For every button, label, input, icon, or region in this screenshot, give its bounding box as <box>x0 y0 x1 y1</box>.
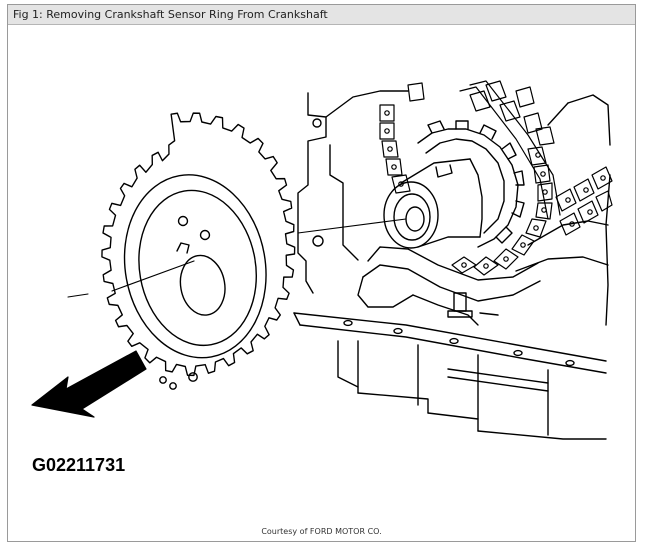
crankshaft-sensor-ring <box>101 112 296 390</box>
alignment-centerline <box>67 218 407 298</box>
diagram-illustration <box>31 80 613 440</box>
timing-chain <box>379 80 613 276</box>
figure-title: Fig 1: Removing Crankshaft Sensor Ring F… <box>13 8 328 21</box>
engine-block <box>293 90 611 440</box>
crankshaft-sprocket <box>417 120 525 248</box>
figure-code-label: G02211731 <box>32 455 126 475</box>
figure-credit: Courtesy of FORD MOTOR CO. <box>261 527 382 536</box>
figure-window: Fig 1: Removing Crankshaft Sensor Ring F… <box>7 4 636 542</box>
crankshaft-nose <box>383 158 483 249</box>
direction-arrow <box>31 350 147 418</box>
title-bar: Fig 1: Removing Crankshaft Sensor Ring F… <box>8 5 635 25</box>
